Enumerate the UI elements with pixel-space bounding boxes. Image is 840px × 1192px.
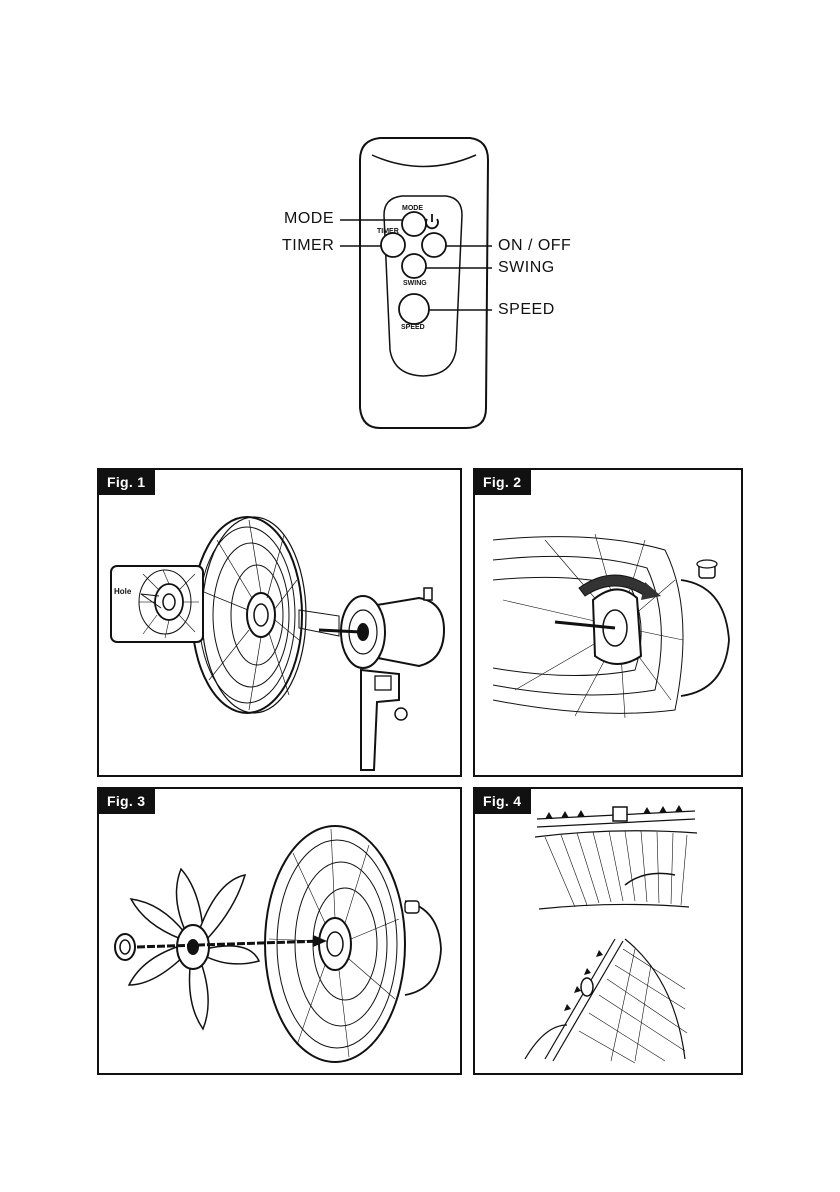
mode-button-shape: [402, 212, 426, 236]
onoff-callout: ON / OFF: [498, 237, 571, 255]
timer-button-shape: [381, 233, 405, 257]
onoff-button-shape: [422, 233, 446, 257]
swing-button-label: SWING: [403, 280, 427, 287]
remote-control-drawing: [0, 0, 840, 450]
figure-2-panel: Fig. 2: [473, 468, 743, 777]
remote-control-diagram: MODE TIMER SWING SPEED MODE TIMER ON / O…: [0, 0, 840, 450]
speed-button-shape: [399, 294, 429, 324]
figure-4-drawing: [475, 789, 741, 1073]
figure-1-drawing: [99, 470, 460, 775]
speed-button-label: SPEED: [401, 324, 425, 331]
mode-callout: MODE: [284, 210, 334, 228]
figure-1-panel: Fig. 1: [97, 468, 462, 777]
hole-annotation: Hole: [114, 587, 131, 596]
swing-button-shape: [402, 254, 426, 278]
figure-2-drawing: [475, 470, 741, 775]
swing-callout: SWING: [498, 259, 555, 277]
figure-4-panel: Fig. 4: [473, 787, 743, 1075]
timer-button-label: TIMER: [377, 228, 399, 235]
timer-callout: TIMER: [282, 237, 334, 255]
mode-button-label: MODE: [402, 205, 423, 212]
speed-callout: SPEED: [498, 301, 555, 319]
figure-3-drawing: [99, 789, 460, 1073]
figure-3-panel: Fig. 3: [97, 787, 462, 1075]
